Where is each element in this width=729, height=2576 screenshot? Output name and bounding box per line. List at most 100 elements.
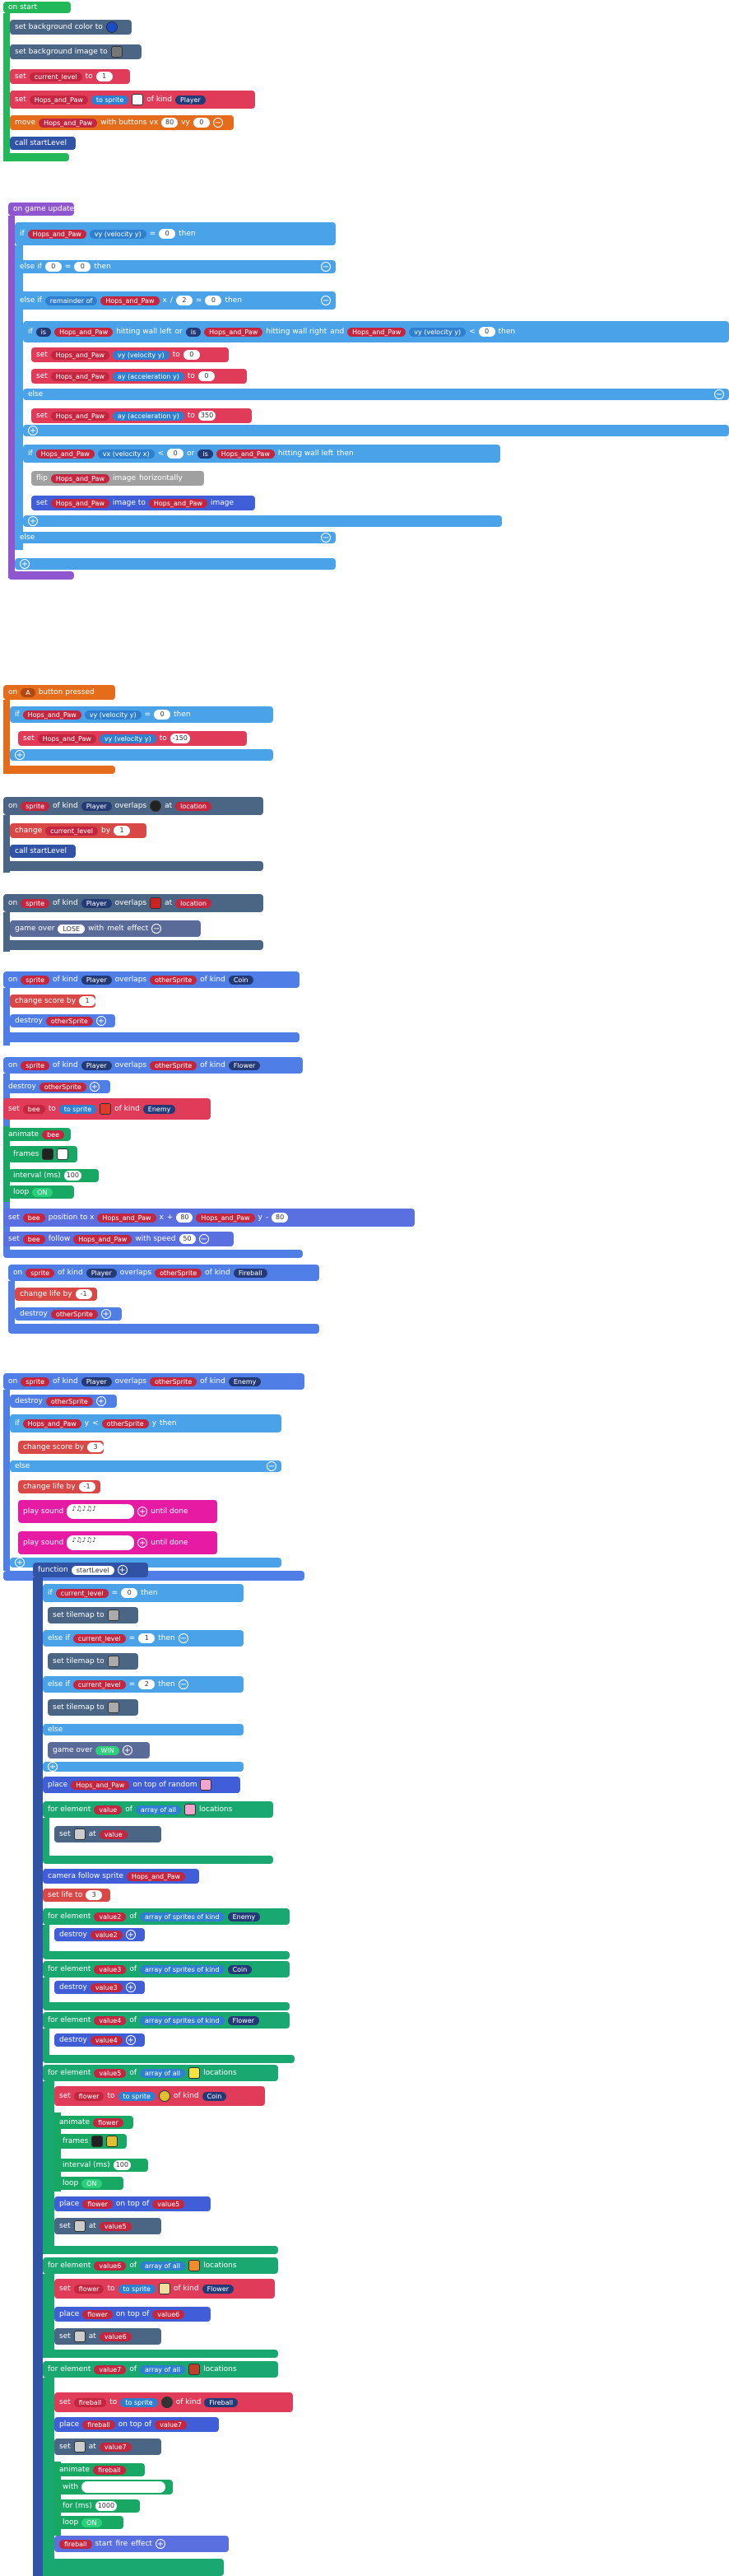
loop-var[interactable]: value2: [94, 1912, 127, 1922]
value-input[interactable]: 1: [79, 996, 96, 1006]
kind-dropdown[interactable]: Player: [81, 975, 112, 985]
property-dropdown[interactable]: ay (acceleration y): [112, 371, 184, 381]
color-swatch-icon[interactable]: [105, 21, 118, 33]
add-icon[interactable]: +: [155, 2539, 165, 2549]
sprite-dropdown[interactable]: Hops_and_Paw: [27, 229, 86, 239]
sprite-dropdown[interactable]: Hops_and_Paw: [216, 449, 275, 459]
for-ms-row[interactable]: for (ms)1000: [58, 2499, 140, 2513]
tile-image-icon[interactable]: [188, 2260, 201, 2271]
level-var-dropdown[interactable]: current_level: [29, 72, 82, 82]
add-icon[interactable]: +: [15, 750, 25, 760]
kind-dropdown[interactable]: Player: [81, 1377, 112, 1386]
call-startlevel-block[interactable]: call startLevel: [10, 137, 76, 150]
kind-dropdown[interactable]: Enemy: [142, 1104, 176, 1114]
tile-image-icon[interactable]: [73, 2331, 86, 2342]
melody-icon[interactable]: ♪♫♪♫♪: [67, 1504, 135, 1519]
sprite-dropdown[interactable]: Hops_and_Paw: [35, 449, 95, 459]
else-bar[interactable]: else−: [15, 532, 336, 543]
property-dropdown[interactable]: ay (acceleration y): [112, 411, 184, 421]
value-input[interactable]: -1: [78, 1482, 95, 1492]
add-icon[interactable]: +: [125, 1982, 136, 1992]
set-bg-color-block[interactable]: set background color to: [10, 20, 132, 35]
value-input[interactable]: 0: [197, 371, 215, 381]
collapse-icon[interactable]: −: [212, 118, 223, 128]
fireball-var[interactable]: fireball: [59, 2539, 92, 2549]
level-var[interactable]: current_level: [55, 1588, 109, 1598]
loop-var[interactable]: value2: [90, 1930, 123, 1940]
flower-var[interactable]: flower: [82, 2309, 113, 2319]
call-startlevel-block[interactable]: call startLevel: [10, 845, 76, 858]
sprite-image-icon[interactable]: [132, 94, 144, 105]
kind-dropdown[interactable]: Player: [81, 1060, 112, 1070]
game-update-header[interactable]: on game update: [8, 203, 74, 216]
value-input[interactable]: 1: [138, 1633, 156, 1643]
tile-image-icon[interactable]: [150, 897, 162, 909]
kind-dropdown[interactable]: Enemy: [228, 1377, 262, 1386]
change-life-block[interactable]: change life by-1: [15, 1288, 97, 1301]
add-icon[interactable]: +: [28, 426, 38, 436]
sprite-dropdown[interactable]: Hops_and_Paw: [22, 710, 81, 720]
value-input[interactable]: 0: [205, 296, 222, 305]
loop-var[interactable]: value3: [94, 1964, 127, 1974]
loop-var[interactable]: value: [99, 1829, 128, 1839]
tilemap-thumbnail-icon[interactable]: [107, 1702, 119, 1713]
loop-var[interactable]: value4: [90, 2035, 123, 2045]
remove-icon[interactable]: −: [178, 1679, 188, 1689]
set-tilemap-block[interactable]: set tilemap to: [48, 1607, 138, 1623]
add-icon[interactable]: +: [125, 2035, 136, 2045]
var-dropdown[interactable]: current_level: [45, 826, 99, 836]
play-sound-block-2[interactable]: play sound♪♫♪♫♪+until done: [18, 1531, 217, 1554]
play-sound-block-1[interactable]: play sound♪♫♪♫♪+until done: [18, 1500, 217, 1523]
value-input[interactable]: 0: [121, 1588, 138, 1598]
kind-dropdown[interactable]: Player: [81, 898, 112, 908]
remainder-block[interactable]: remainder of: [44, 296, 98, 305]
set-tilemap-block[interactable]: set tilemap to: [48, 1653, 138, 1670]
level-var[interactable]: current_level: [72, 1679, 126, 1689]
kind-dropdown[interactable]: Coin: [202, 2091, 227, 2101]
property-dropdown[interactable]: vy (velocity y): [89, 229, 146, 239]
loop-var[interactable]: value7: [99, 2442, 132, 2452]
add-icon[interactable]: +: [15, 1558, 25, 1567]
sprite-var[interactable]: sprite: [21, 898, 50, 908]
loop-var[interactable]: value5: [152, 2199, 185, 2209]
kind-dropdown[interactable]: Fireball: [233, 1268, 267, 1278]
sprite-dropdown[interactable]: Hops_and_Paw: [347, 327, 406, 337]
bee-var[interactable]: bee: [42, 1130, 64, 1139]
function-name-input[interactable]: startLevel: [71, 1565, 114, 1575]
loop-var[interactable]: value7: [155, 2420, 188, 2429]
sprite-var[interactable]: sprite: [21, 975, 50, 985]
y-offset-input[interactable]: 80: [272, 1213, 289, 1223]
value-input[interactable]: 0: [44, 262, 62, 272]
sprite-dropdown[interactable]: Hops_and_Paw: [100, 296, 160, 305]
if-footer[interactable]: +: [15, 558, 336, 570]
sprite-dropdown[interactable]: Hops_and_Paw: [50, 411, 109, 421]
loop-toggle[interactable]: ON: [32, 1187, 53, 1197]
property-dropdown[interactable]: vy (velocity y): [112, 350, 169, 360]
sprite-dropdown[interactable]: Hops_and_Paw: [148, 498, 207, 508]
value-input[interactable]: 0: [167, 449, 184, 459]
if-footer[interactable]: +: [23, 515, 502, 527]
sprite-dropdown[interactable]: Hops_and_Paw: [50, 498, 109, 508]
property-dropdown[interactable]: vy (velocity y): [99, 734, 156, 743]
value-input[interactable]: 0: [154, 710, 171, 720]
set-bg-image-block[interactable]: set background image to: [10, 44, 142, 59]
sprite-var[interactable]: sprite: [26, 1268, 55, 1278]
